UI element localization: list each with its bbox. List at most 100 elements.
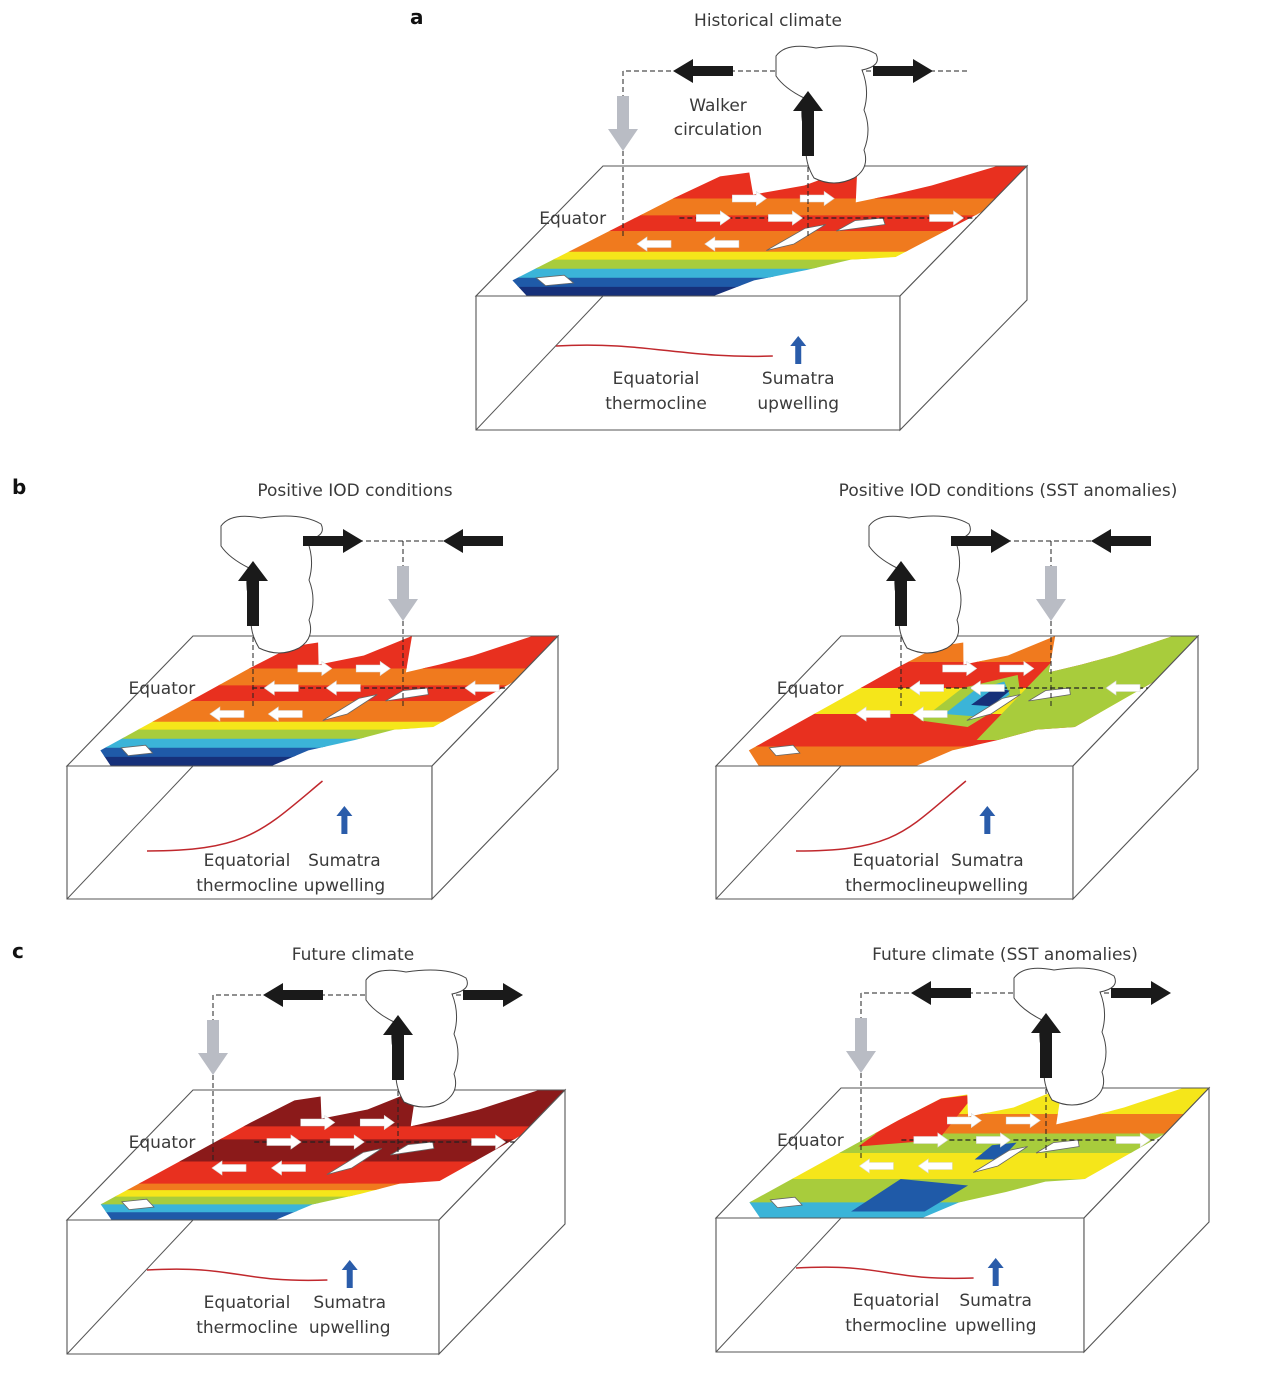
convection-arrow-icon [238, 561, 268, 626]
panel-title: Future climate (SST anomalies) [872, 945, 1138, 965]
current-arrow-equator-1 [696, 210, 731, 226]
upper-arrow-1-icon [911, 981, 971, 1005]
upwelling-label-line2: upwelling [955, 1316, 1037, 1336]
panel-title: Historical climate [694, 11, 842, 31]
subsidence-arrow-icon [198, 1020, 228, 1075]
upwelling-arrow-icon [987, 1258, 1004, 1286]
current-arrow-equator-2 [329, 1134, 365, 1150]
current-arrow-north-1 [947, 1112, 982, 1129]
current-arrow-north-1 [942, 660, 978, 677]
current-arrow-south-2 [267, 706, 303, 722]
equator-label: Equator [129, 1133, 196, 1153]
upper-arrow-2-icon [1091, 529, 1151, 553]
walker-loop-line [212, 994, 505, 1160]
madagascar [769, 1196, 803, 1209]
madagascar [768, 744, 801, 757]
madagascar [120, 744, 154, 757]
upwelling-label-line2: upwelling [309, 1318, 391, 1338]
current-arrow-equator-1 [913, 1132, 949, 1148]
upper-arrow-2-icon [443, 529, 503, 553]
upper-arrow-2-icon [463, 983, 523, 1007]
current-arrow-south-2 [917, 1158, 953, 1174]
madagascar [535, 274, 575, 287]
current-arrow-east [464, 680, 500, 696]
current-arrow-south-1 [636, 236, 672, 252]
sst-anomaly-arabian [858, 1094, 975, 1147]
box-inner-edge [715, 1217, 842, 1353]
current-arrow-south-1 [209, 706, 245, 722]
current-arrow-east [929, 210, 965, 226]
thermocline-curve [795, 1266, 974, 1280]
current-arrow-equator-1 [263, 680, 299, 696]
convection-arrow-icon [793, 91, 823, 156]
panel-letter-b: b [12, 475, 26, 499]
current-arrow-south-2 [270, 1160, 306, 1176]
box-side-face [1083, 1086, 1210, 1354]
borneo [385, 687, 429, 702]
current-arrow-north-1 [297, 660, 333, 677]
upwelling-label-line1: Sumatra [959, 1291, 1032, 1311]
current-arrow-east [1105, 680, 1141, 696]
upper-arrow-2-icon [873, 59, 933, 83]
current-arrow-equator-2 [325, 680, 361, 696]
upwelling-label-line2: upwelling [304, 876, 386, 896]
panel-b-right: EquatorEquatorialthermoclineSumatraupwel… [714, 481, 1200, 901]
sst-band [100, 720, 550, 730]
upwelling-label-line1: Sumatra [762, 369, 835, 389]
convection-arrow-icon [886, 561, 916, 626]
current-arrow-north-2 [355, 660, 391, 677]
sumatra [966, 694, 1021, 721]
thermocline-label-line1: Equatorial [204, 851, 291, 871]
thermocline-label-line1: Equatorial [204, 1293, 291, 1313]
panel-letter-a: a [410, 5, 424, 29]
panel-title: Positive IOD conditions (SST anomalies) [839, 481, 1178, 501]
upwelling-label-line1: Sumatra [951, 851, 1024, 871]
subsidence-arrow-icon [846, 1018, 876, 1073]
upper-arrow-1-icon [303, 529, 363, 553]
walker-label-line2: circulation [674, 120, 763, 140]
sumatra [322, 694, 378, 721]
upwelling-label-line1: Sumatra [313, 1293, 386, 1313]
current-arrow-north-2 [799, 190, 835, 207]
upwelling-arrow-icon [979, 806, 996, 834]
thermocline-label-line2: thermocline [605, 394, 707, 414]
thermocline-label-line2: thermocline [845, 1316, 947, 1336]
thermocline-curve [146, 1268, 328, 1282]
current-arrow-south-2 [704, 236, 740, 252]
equator-label: Equator [777, 1131, 844, 1151]
panel-c-right: EquatorEquatorialthermoclineSumatraupwel… [714, 945, 1211, 1354]
upwelling-arrow-icon [341, 1260, 358, 1288]
convection-cloud-icon [775, 45, 878, 184]
thermocline-curve [795, 780, 967, 852]
subsidence-arrow-icon [1036, 566, 1066, 621]
current-arrow-south-2 [912, 706, 948, 722]
thermocline-label-line2: thermocline [845, 876, 947, 896]
sst-anomaly-blue [851, 1179, 969, 1212]
box-side-face [438, 1088, 566, 1356]
current-arrow-south-1 [855, 706, 891, 722]
current-arrow-north-2 [1005, 1112, 1041, 1129]
upwelling-arrow-icon [790, 336, 807, 364]
current-arrow-equator-2 [976, 1132, 1011, 1148]
convection-arrow-icon [1031, 1013, 1061, 1078]
sst-anomaly-blue-east [974, 1142, 1017, 1160]
thermocline-label-line2: thermocline [196, 1318, 298, 1338]
box-side-face [899, 164, 1028, 432]
box-inner-edge [475, 295, 604, 431]
current-arrow-equator-1 [909, 680, 944, 696]
thermocline-label-line1: Equatorial [613, 369, 700, 389]
equator-label: Equator [539, 209, 606, 229]
panel-letter-c: c [12, 939, 24, 963]
current-arrow-equator-2 [969, 680, 1005, 696]
sst-band [512, 250, 1027, 260]
current-arrow-south-1 [858, 1158, 894, 1174]
current-arrow-south-1 [211, 1160, 247, 1176]
walker-label-line1: Walker [689, 96, 747, 116]
subsidence-arrow-icon [388, 566, 418, 621]
box-side-face [1072, 634, 1199, 901]
box-inner-edge [715, 765, 842, 900]
current-arrow-north-2 [999, 660, 1035, 677]
